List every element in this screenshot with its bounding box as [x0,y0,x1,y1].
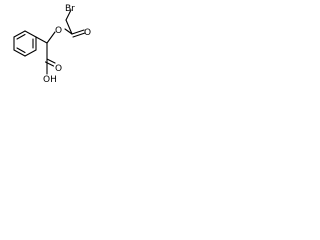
ring-bond [13,49,26,57]
ch2-br-bond [65,9,72,21]
ring-bond [13,30,26,38]
atom-label-ester-carbonyl-oxygen: O [84,28,91,38]
structure-canvas: Br O O O OH [0,0,107,99]
ring-bond [24,49,37,57]
atom-label-ester-oxygen: O [55,26,62,36]
atom-label-hydroxyl: OH [43,75,57,85]
ring-double-bond [16,47,26,54]
ring-bond [24,30,37,38]
ring-alpha-bond [35,36,48,44]
atom-label-acid-carbonyl-oxygen: O [55,64,62,74]
ring-double-bond [16,33,26,40]
carbonyl-ch2-bond [65,19,73,35]
ester-carbonyl-double-bond [72,32,86,38]
ester-o-carbonyl-bond [64,28,73,35]
benzene-ring [13,30,37,57]
acid-carbonyl-double-bond [46,58,56,64]
ester-carbonyl-double-bond [71,29,85,35]
molecule-drawing: Br O O O OH [13,4,91,85]
alpha-ester-o-bond [46,31,56,44]
atom-label-bromine: Br [65,4,75,14]
